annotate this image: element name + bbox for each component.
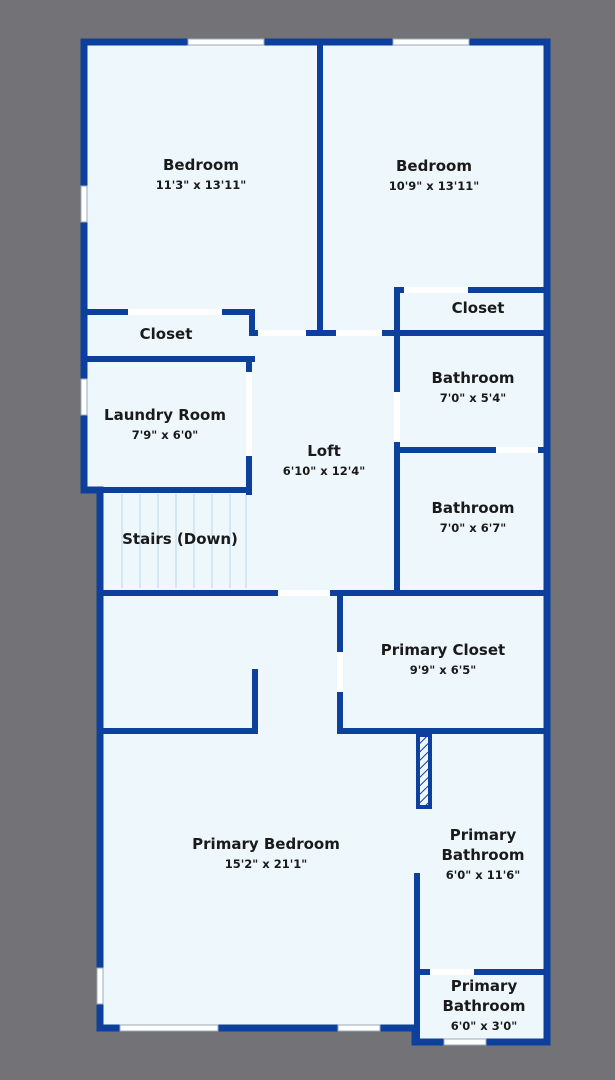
room-closet-right: Closet bbox=[452, 298, 505, 318]
room-dimensions: 10'9" x 13'11" bbox=[388, 179, 480, 193]
room-name: Stairs (Down) bbox=[122, 530, 238, 548]
room-stairs: Stairs (Down) bbox=[122, 529, 238, 549]
room-name: Bedroom bbox=[163, 156, 239, 174]
room-dimensions: 11'3" x 13'11" bbox=[155, 178, 247, 192]
room-bedroom-right: Bedroom 10'9" x 13'11" bbox=[389, 156, 479, 194]
room-closet-left: Closet bbox=[140, 324, 193, 344]
floor-area bbox=[84, 42, 547, 1042]
room-name: Closet bbox=[451, 299, 505, 317]
room-dimensions: 15'2" x 21'1" bbox=[224, 857, 308, 871]
stairs-treads bbox=[121, 494, 247, 588]
room-primary-bathroom-large: Primary Bathroom 6'0" x 11'6" bbox=[441, 825, 524, 883]
room-dimensions: 6'10" x 12'4" bbox=[282, 464, 366, 478]
room-name-line2: Bathroom bbox=[441, 846, 525, 864]
room-primary-closet: Primary Closet 9'9" x 6'5" bbox=[381, 640, 505, 678]
room-name: Laundry Room bbox=[104, 406, 226, 424]
room-laundry: Laundry Room 7'9" x 6'0" bbox=[104, 405, 226, 443]
room-name: Bedroom bbox=[396, 157, 472, 175]
room-bathroom-upper: Bathroom 7'0" x 5'4" bbox=[431, 368, 514, 406]
room-dimensions: 7'0" x 5'4" bbox=[439, 391, 507, 405]
structural-column bbox=[416, 733, 432, 809]
door-openings bbox=[128, 287, 538, 975]
room-dimensions: 9'9" x 6'5" bbox=[409, 663, 477, 677]
room-name: Loft bbox=[307, 442, 341, 460]
room-name-line1: Primary bbox=[450, 977, 518, 995]
room-dimensions: 7'0" x 6'7" bbox=[439, 521, 507, 535]
room-name: Closet bbox=[139, 325, 193, 343]
room-name: Bathroom bbox=[431, 499, 515, 517]
room-bathroom-lower: Bathroom 7'0" x 6'7" bbox=[431, 498, 514, 536]
room-primary-bedroom: Primary Bedroom 15'2" x 21'1" bbox=[192, 834, 340, 872]
room-name: Primary Closet bbox=[380, 641, 506, 659]
room-bedroom-left: Bedroom 11'3" x 13'11" bbox=[156, 155, 246, 193]
windows bbox=[80, 38, 487, 1046]
room-name: Bathroom bbox=[431, 369, 515, 387]
room-dimensions: 6'0" x 3'0" bbox=[450, 1019, 518, 1033]
room-name: Primary Bedroom bbox=[192, 835, 340, 853]
room-name-line1: Primary bbox=[449, 826, 517, 844]
room-name-line2: Bathroom bbox=[442, 997, 526, 1015]
room-loft: Loft 6'10" x 12'4" bbox=[283, 441, 365, 479]
room-primary-bathroom-small: Primary Bathroom 6'0" x 3'0" bbox=[442, 976, 525, 1034]
room-dimensions: 6'0" x 11'6" bbox=[445, 868, 521, 882]
room-dimensions: 7'9" x 6'0" bbox=[131, 428, 199, 442]
